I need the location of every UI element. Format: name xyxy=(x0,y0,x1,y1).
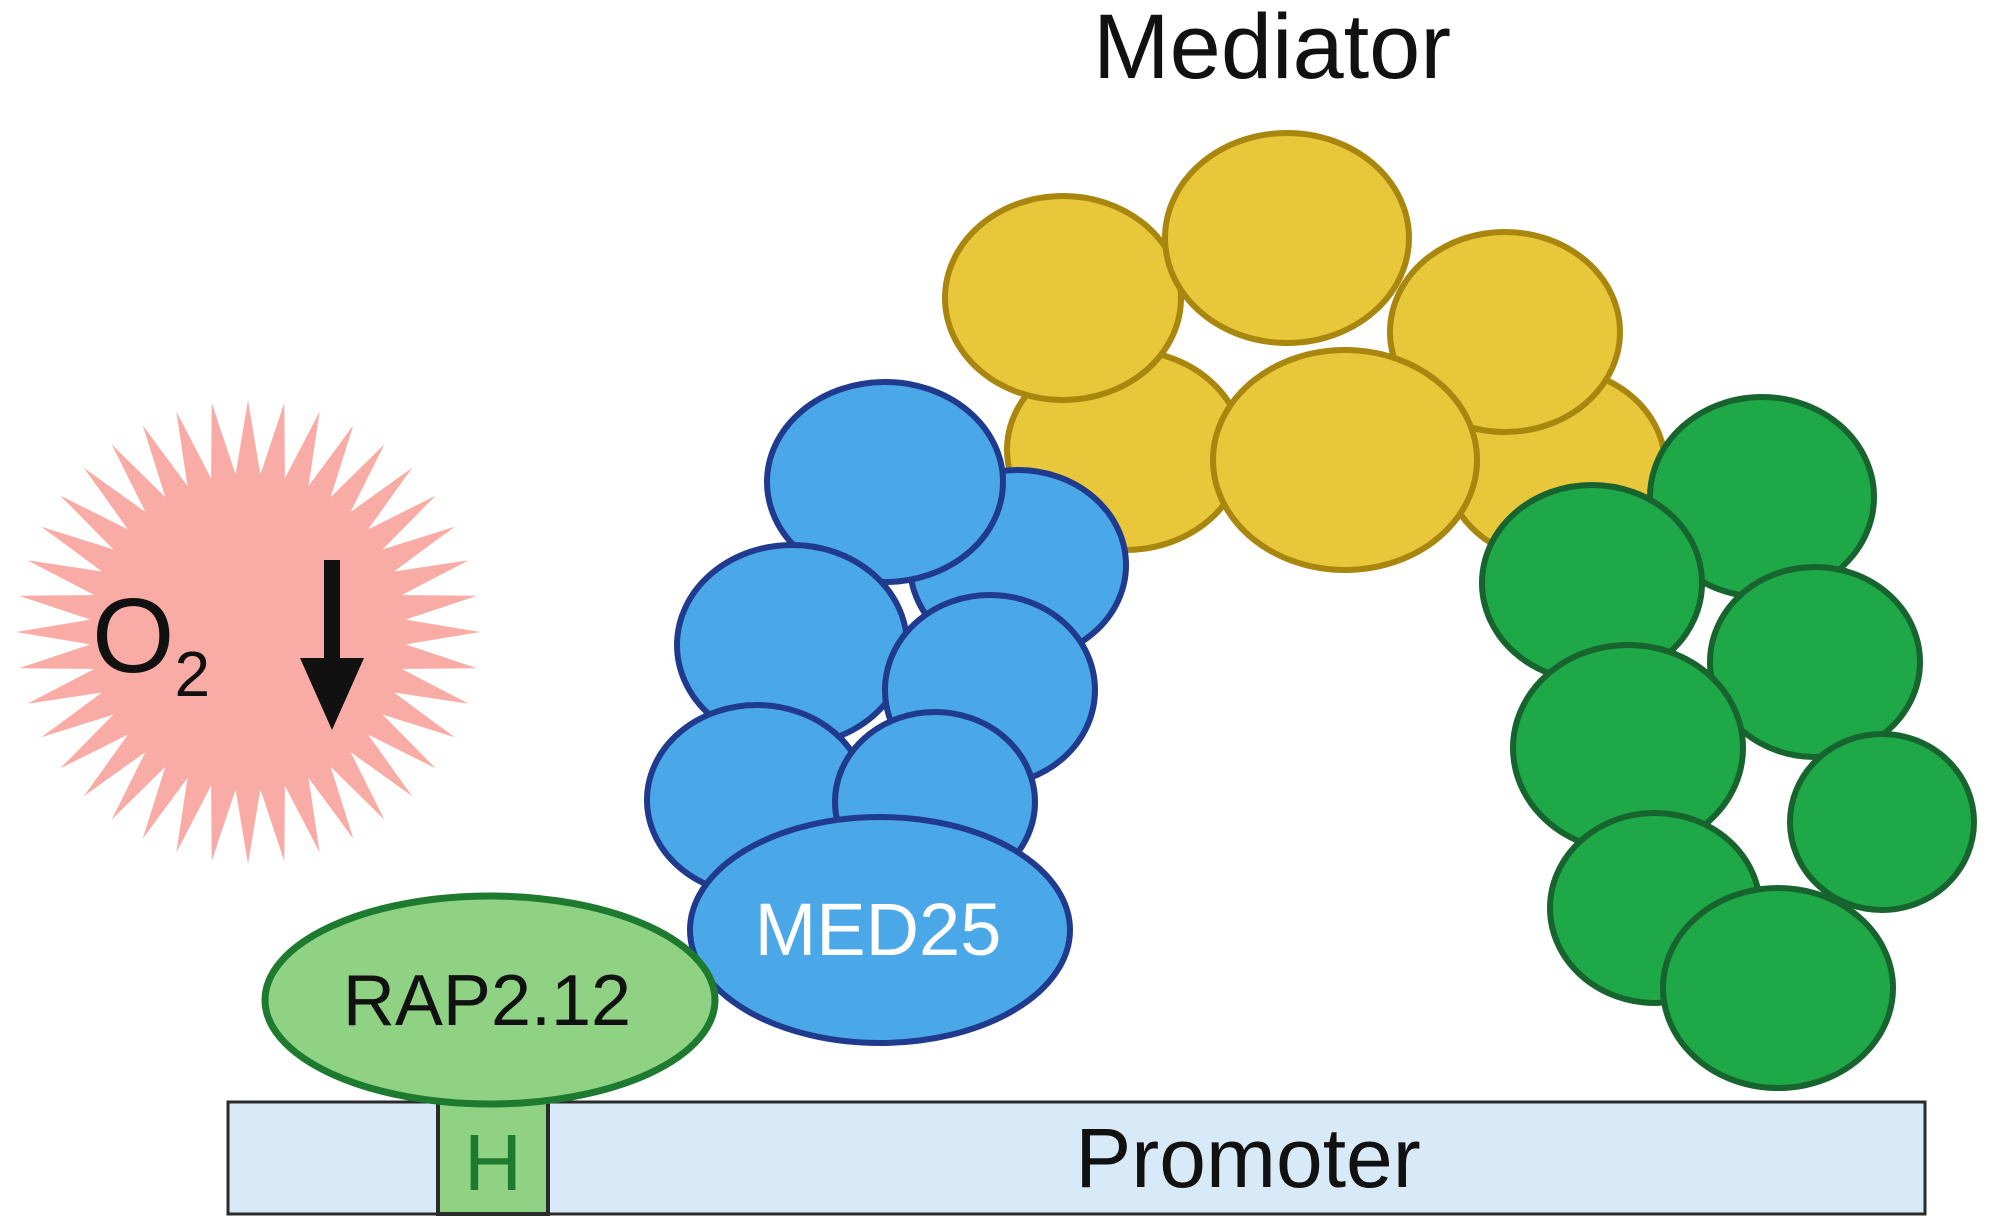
green-subunit xyxy=(1787,731,1977,913)
rap212-factor: RAP2.12 xyxy=(261,892,719,1108)
rap212-ellipse xyxy=(261,892,719,1108)
yellow-subunit xyxy=(942,193,1184,403)
yellow-subunit xyxy=(1162,130,1412,346)
diagram-title: Mediator xyxy=(1093,0,1451,98)
med25-label: MED25 xyxy=(755,888,1002,971)
mediator-tail-module xyxy=(1479,394,1977,1091)
green-subunit xyxy=(1660,885,1896,1091)
mediator-head-module: MED25 xyxy=(644,379,1129,1046)
hre-element: H xyxy=(436,1100,550,1216)
yellow-subunit xyxy=(1387,229,1623,435)
down-arrow-icon xyxy=(300,560,364,730)
med25-subunit xyxy=(687,814,1073,1046)
oxygen-label: O2 xyxy=(92,577,210,710)
hypoxia-burst: O2 xyxy=(16,400,480,864)
yellow-subunit xyxy=(1210,347,1480,573)
green-subunit xyxy=(1707,564,1923,760)
hre-label: H xyxy=(464,1118,522,1207)
rap212-label: RAP2.12 xyxy=(343,961,631,1041)
starburst-shape xyxy=(16,400,480,864)
promoter-label: Promoter xyxy=(1075,1111,1420,1205)
